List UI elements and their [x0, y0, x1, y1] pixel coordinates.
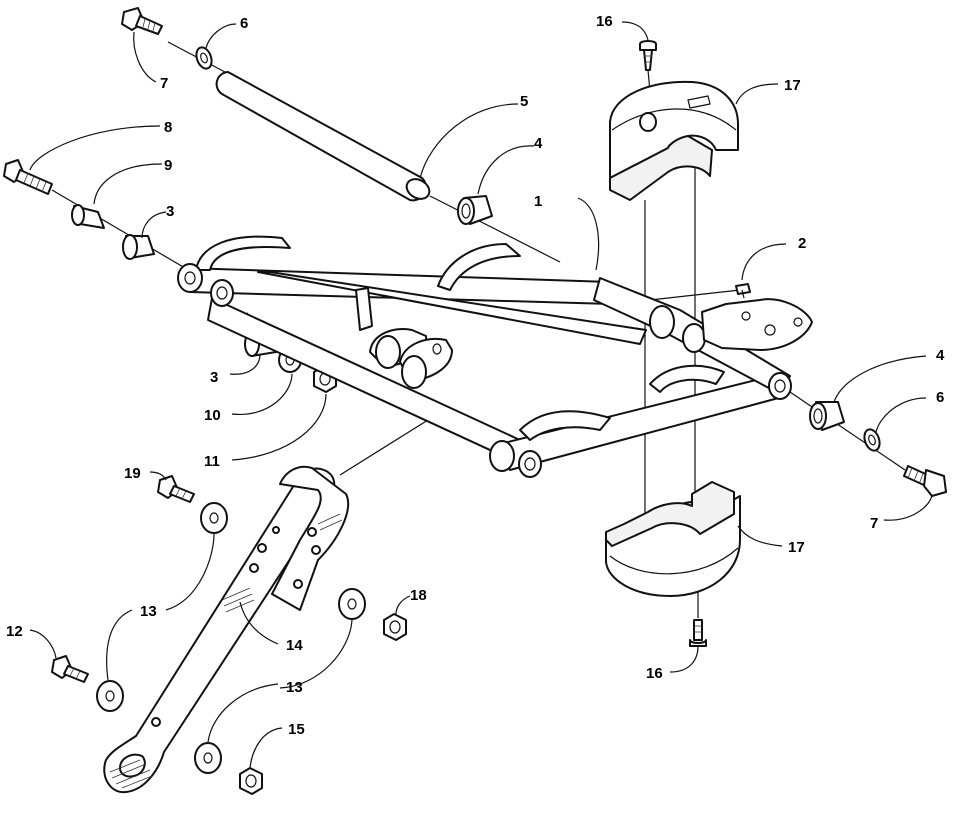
callout-16-bottom: 16	[646, 665, 663, 682]
leader-lines	[29, 21, 933, 769]
bolt-part-12	[51, 655, 89, 683]
callout-3-lower: 3	[210, 369, 218, 386]
lock-washer-part-6-right	[863, 428, 881, 452]
bushing-part-3-top	[122, 234, 155, 260]
grease-fitting-part-2	[735, 283, 751, 299]
swing-arm-frame-part-1	[177, 235, 813, 478]
callout-10: 10	[204, 407, 221, 424]
callout-11: 11	[204, 453, 220, 470]
callout-8: 8	[164, 119, 172, 136]
callout-6-top: 6	[240, 15, 248, 32]
callout-13-left: 13	[140, 603, 157, 620]
bolt-part-8	[3, 159, 53, 195]
screw-part-16-top	[639, 40, 657, 71]
callout-4-top: 4	[534, 135, 543, 152]
nut-part-18	[383, 613, 407, 641]
callout-17-top: 17	[784, 77, 801, 94]
washer-part-13-d	[194, 742, 222, 774]
callout-5: 5	[520, 93, 528, 110]
limiter-strap-part-14	[103, 465, 349, 794]
callout-labels: 1 2 3 3 4 4 5 6 6 7 7 8 9 10 11 12 13 13…	[6, 13, 945, 738]
callout-14: 14	[286, 637, 303, 654]
callout-4-right: 4	[936, 347, 945, 364]
screw-part-16-bottom	[689, 619, 707, 647]
callout-9: 9	[164, 157, 172, 174]
callout-19: 19	[124, 465, 141, 482]
washer-part-13-b	[338, 588, 366, 620]
callout-1: 1	[534, 193, 542, 210]
callout-2: 2	[798, 235, 806, 252]
callout-13-right: 13	[286, 679, 303, 696]
callout-6-right: 6	[936, 389, 944, 406]
callout-16-top: 16	[596, 13, 613, 30]
callout-17-bottom: 17	[788, 539, 805, 556]
bumper-block-part-17-top	[609, 80, 739, 201]
bolt-part-19	[157, 475, 195, 503]
bumper-block-part-17-bottom	[605, 481, 741, 597]
washer-part-13-c	[96, 680, 124, 712]
nut-part-15	[239, 767, 263, 795]
callout-18: 18	[410, 587, 427, 604]
bushing-part-4-right	[809, 401, 845, 431]
bolt-part-7-right	[903, 465, 947, 497]
bushing-part-4-top	[457, 195, 493, 225]
callout-7-top: 7	[160, 75, 168, 92]
callout-12: 12	[6, 623, 23, 640]
spacer-part-9	[71, 204, 105, 229]
shaft-part-5	[215, 71, 431, 202]
lock-washer-part-6-top	[195, 46, 213, 70]
callout-15: 15	[288, 721, 305, 738]
callout-3-top: 3	[166, 203, 174, 220]
callout-7-right: 7	[870, 515, 878, 532]
washer-part-13-a	[200, 502, 228, 534]
bolt-part-7-top	[121, 7, 163, 35]
